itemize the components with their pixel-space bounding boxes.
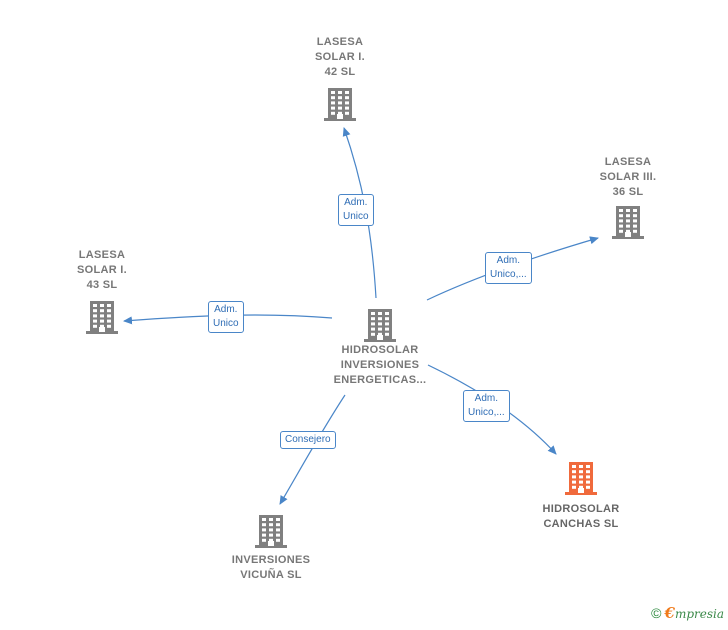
building-icon xyxy=(255,515,287,548)
edge-label-consejero[interactable]: Consejero xyxy=(280,431,336,449)
building-icon xyxy=(86,301,118,334)
node-lasesa-solar-36[interactable]: LASESA SOLAR III. 36 SL xyxy=(580,155,676,240)
footer-brand[interactable]: ©€mpresia xyxy=(651,604,724,622)
copyright-icon: © xyxy=(651,605,662,621)
edge-label-adm-unico[interactable]: Adm. Unico,... xyxy=(485,252,532,284)
node-hidrosolar-canchas[interactable]: HIDROSOLAR CANCHAS SL xyxy=(526,460,636,532)
node-label: INVERSIONES VICUÑA SL xyxy=(231,554,311,581)
building-icon xyxy=(565,462,597,495)
node-hidrosolar-inversiones[interactable]: HIDROSOLAR INVERSIONES ENERGETICAS... xyxy=(325,307,435,388)
edge-label-adm-unico[interactable]: Adm. Unico xyxy=(338,194,374,226)
node-lasesa-solar-43[interactable]: LASESA SOLAR I. 43 SL xyxy=(54,248,150,335)
edge-label-adm-unico[interactable]: Adm. Unico xyxy=(208,301,244,333)
node-lasesa-solar-42[interactable]: LASESA SOLAR I. 42 SL xyxy=(292,35,388,122)
node-label: HIDROSOLAR INVERSIONES ENERGETICAS... xyxy=(333,344,427,386)
building-icon xyxy=(324,88,356,121)
node-label: HIDROSOLAR CANCHAS SL xyxy=(542,503,620,530)
node-inversiones-vicuna[interactable]: INVERSIONES VICUÑA SL xyxy=(216,513,326,583)
edge-to-inversiones xyxy=(279,394,346,505)
building-icon xyxy=(364,309,396,342)
node-label: LASESA SOLAR I. 42 SL xyxy=(314,36,366,78)
brand-logo: €mpresia xyxy=(664,604,725,622)
edge-label-adm-unico[interactable]: Adm. Unico,... xyxy=(463,390,510,422)
node-label: LASESA SOLAR I. 43 SL xyxy=(76,249,128,291)
node-label: LASESA SOLAR III. 36 SL xyxy=(599,156,657,198)
building-icon xyxy=(612,206,644,239)
